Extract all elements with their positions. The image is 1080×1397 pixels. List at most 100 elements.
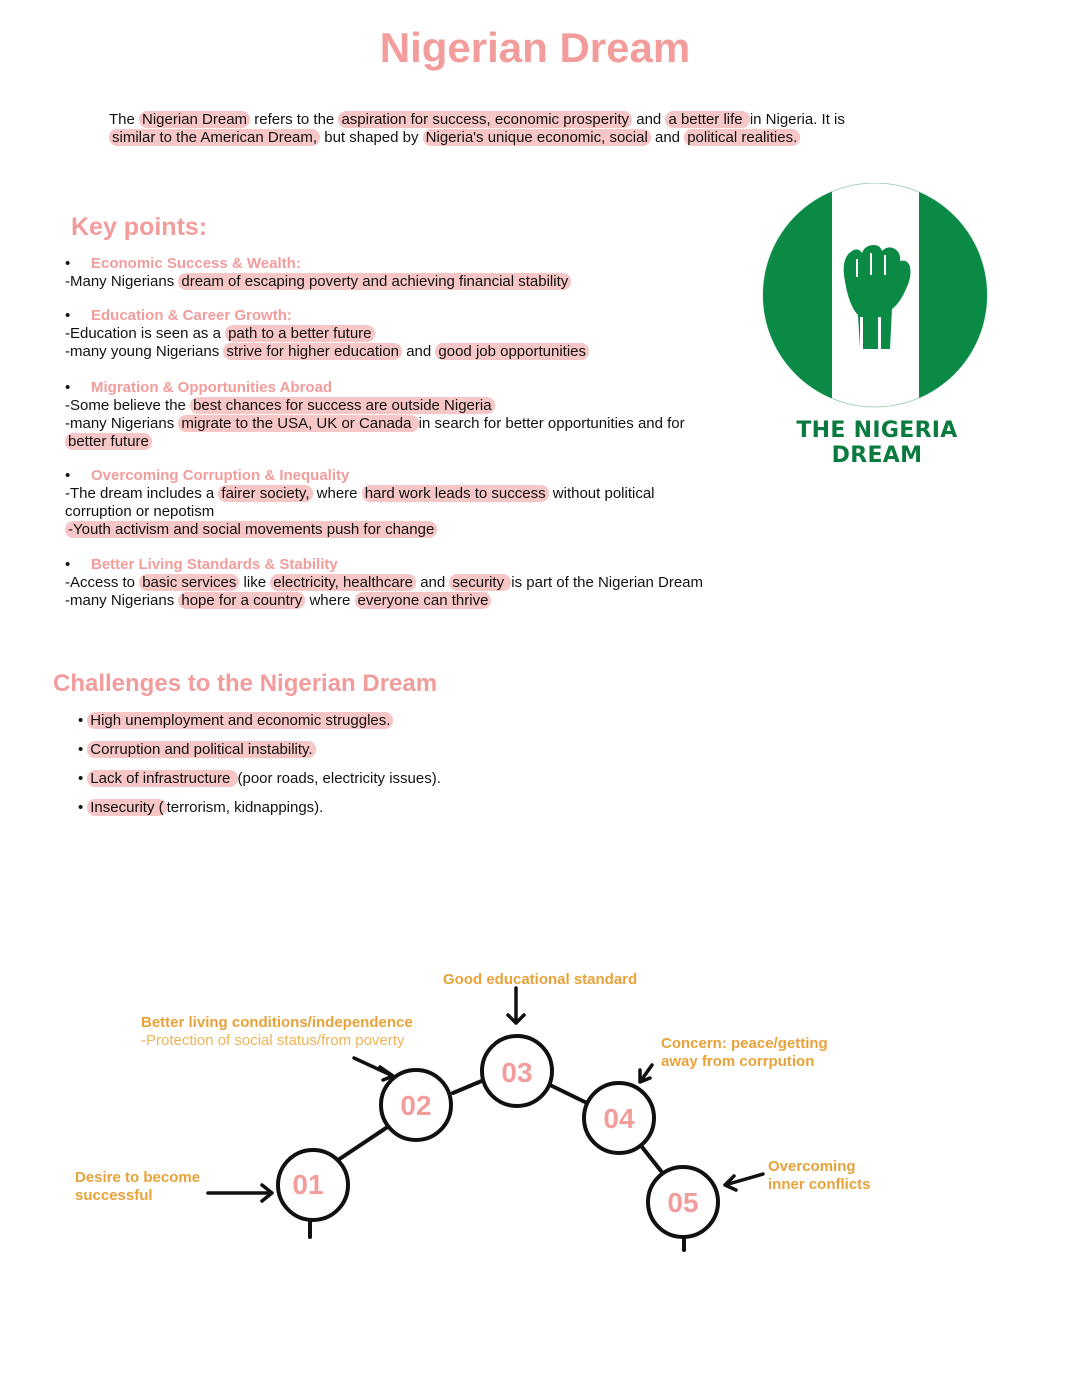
intro-text: and [632,111,666,128]
intro-highlight: aspiration for success, economic prosper… [338,111,633,128]
line-text: -The dream includes a [65,485,219,502]
bullet-icon: • [65,556,71,573]
step-label: successful [75,1187,153,1204]
key-point-line: -Education is seen as a path to a better… [65,325,725,343]
challenge-highlight: High unemployment and economic struggles… [87,712,394,729]
step-node [582,1081,656,1155]
challenge-highlight: Corruption and political instability. [87,741,316,758]
intro-text: in Nigeria. It is [749,111,845,128]
list-item: Lack of infrastructure (poor roads, elec… [78,769,441,798]
key-point-title: Economic Success & Wealth: [91,255,301,272]
line-highlight: fairer society, [218,485,313,502]
step-node [480,1034,554,1108]
step-node [646,1165,720,1239]
step-label: away from corrpution [661,1053,814,1070]
step-label: Good educational standard [443,971,637,988]
line-highlight: good job opportunities [435,343,590,360]
nigeria-dream-logo [762,183,988,408]
line-highlight: migrate to the USA, UK or Canada [178,415,419,432]
key-point-migration: • Migration & Opportunities Abroad -Some … [65,379,705,451]
list-item: High unemployment and economic struggles… [78,711,441,740]
line-highlight: strive for higher education [223,343,403,360]
page-title: Nigerian Dream [379,24,691,71]
line-highlight: electricity, healthcare [270,574,417,591]
intro-paragraph: The Nigerian Dream refers to the aspirat… [109,111,849,147]
list-item: Insecurity (terrorism, kidnappings). [78,798,441,827]
connector-line [640,1145,663,1173]
line-text: -Education is seen as a [65,325,226,342]
line-text: -many Nigerians [65,592,179,609]
connector-line [548,1083,589,1105]
intro-highlight: Nigeria's unique economic, social [422,129,651,146]
key-point-living-standards: • Better Living Standards & Stability -Ac… [65,556,745,610]
line-text: is part of the Nigerian Dream [511,574,704,591]
key-point-line: -Access to basic services like electrici… [65,574,745,592]
bullet-icon: • [65,307,71,324]
arrow-icon [723,1172,765,1192]
challenge-highlight: Lack of infrastructure [87,770,238,787]
bullet-icon: • [65,467,71,484]
arrow-icon [352,1056,395,1082]
line-text: where [305,592,355,609]
steps-diagram: 01 02 03 04 05 Desire to become successf… [75,971,871,1252]
list-item: Corruption and political instability. [78,740,441,769]
line-text: and [402,343,436,360]
intro-text: but shaped by [320,129,423,146]
challenge-highlight: Insecurity ( [87,799,167,816]
key-point-title: Migration & Opportunities Abroad [91,379,333,396]
key-point-line: -Youth activism and social movements pus… [65,521,665,539]
key-point-line: -Some believe the best chances for succe… [65,397,705,415]
line-highlight: hard work leads to success [361,485,549,502]
intro-highlight: Nigerian Dream [139,111,251,128]
step-node [276,1148,350,1222]
step-number: 03 [501,1057,532,1088]
key-point-line: -many young Nigerians strive for higher … [65,343,725,361]
step-sublabel: -Protection of social status/from povert… [141,1032,405,1049]
step-label: Overcoming [768,1158,856,1175]
line-text: -Many Nigerians [65,273,179,290]
key-point-economic: • Economic Success & Wealth: -Many Nigeri… [65,255,725,291]
arrow-icon [206,1183,274,1203]
challenges-heading: Challenges to the Nigerian Dream [53,670,438,697]
intro-text: refers to the [250,111,339,128]
challenge-text: (poor roads, electricity issues). [237,770,441,787]
line-highlight: -Youth activism and social movements pus… [65,521,438,538]
intro-highlight: similar to the American Dream, [109,129,321,146]
intro-highlight: a better life [665,111,750,128]
key-point-line: -Many Nigerians dream of escaping povert… [65,273,725,291]
key-point-line: -many Nigerians migrate to the USA, UK o… [65,415,705,451]
connector-line [336,1124,391,1162]
line-text: -many Nigerians [65,415,179,432]
logo-caption: THE NIGERIA DREAM [796,418,958,468]
step-number: 04 [603,1103,635,1134]
line-highlight: basic services [139,574,240,591]
key-point-title: Education & Career Growth: [91,307,292,324]
line-highlight: everyone can thrive [354,592,492,609]
intro-text: The [109,111,140,128]
line-text: and [416,574,450,591]
step-node [379,1068,453,1142]
step-number: 01 [292,1169,323,1200]
line-highlight: security [449,574,512,591]
line-highlight: hope for a country [178,592,306,609]
key-point-line: -The dream includes a fairer society, wh… [65,485,665,521]
line-highlight: dream of escaping poverty and achieving … [178,273,572,290]
arrow-icon [506,986,526,1025]
step-label: Concern: peace/getting [661,1035,828,1052]
line-text: -Some believe the [65,397,191,414]
step-label: Better living conditions/independence [141,1014,413,1031]
line-text: without political corruption or nepotism [65,485,655,520]
line-highlight: best chances for success are outside Nig… [190,397,495,414]
challenges-list: High unemployment and economic struggles… [78,711,441,827]
step-label: inner conflicts [768,1176,871,1193]
step-number: 05 [667,1187,698,1218]
key-points-heading: Key points: [71,213,208,241]
intro-highlight: political realities. [684,129,801,146]
connector-line [451,1078,486,1095]
bullet-icon: • [65,255,71,272]
line-text: in search for better opportunities and f… [418,415,685,432]
bullet-icon: • [65,379,71,396]
challenge-text: terrorism, kidnappings). [166,799,324,816]
key-point-education: • Education & Career Growth: -Education i… [65,307,725,361]
key-point-title: Better Living Standards & Stability [91,556,338,573]
